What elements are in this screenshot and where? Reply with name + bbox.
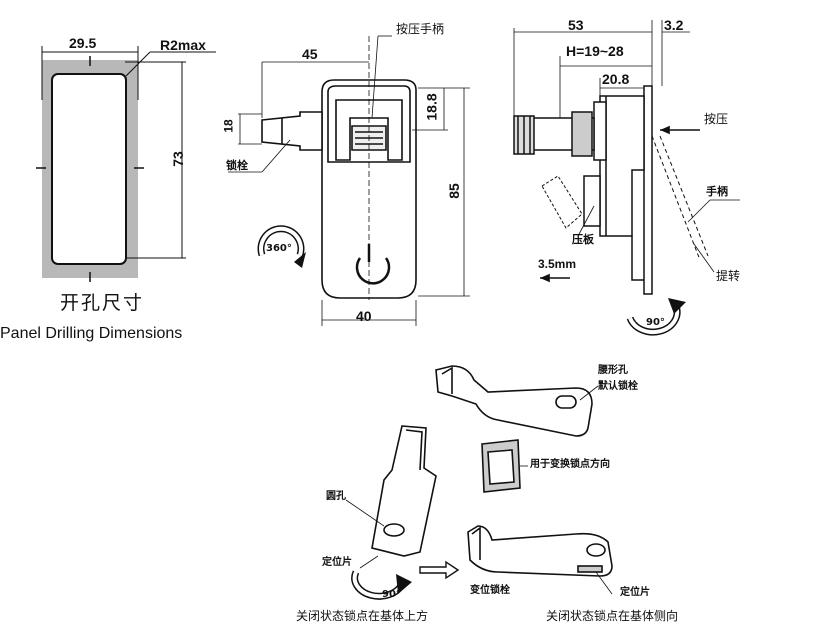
side-label-handle: 手柄 [706,185,728,198]
change-block-part [481,439,528,493]
label-default-bolt: 默认锁栓 [598,381,638,392]
front-dim-18: 18 [221,119,236,133]
caption-top-lock: 关闭状态锁点在基体上方 [296,609,429,623]
label-change-direction: 用于变换锁点方向 [530,459,610,470]
side-dim-20-8: 20.8 [602,71,630,87]
side-dim-h: H=19~28 [566,43,624,59]
front-label-lockbolt: 锁栓 [226,159,248,172]
bottom-rotate-label: 90° [382,589,401,600]
front-dim-18-8: 18.8 [423,93,440,121]
front-dim-85: 85 [445,183,462,199]
label-change-bolt: 变位锁栓 [470,585,510,596]
front-dim-45: 45 [302,46,318,62]
side-label-press: 按压 [704,112,729,126]
side-dim-3-5: 3.5mm [538,257,577,271]
cam-side-part [467,525,613,595]
transition-arrow [419,560,460,580]
caption-side-lock: 关闭状态锁点在基体侧向 [546,609,679,623]
rotate-90-icon-side [626,298,686,336]
rotate-360-icon [257,225,306,268]
side-rotate-label: 90° [646,317,665,328]
panel-radius-dimension: R2max [160,37,206,53]
side-dim-53: 53 [568,17,584,33]
side-dim-3-2: 3.2 [664,17,684,33]
label-slot: 腰形孔 [598,365,628,376]
label-position-piece-1: 定位片 [322,557,352,568]
front-view-drawing [228,35,470,326]
front-rotate-label: 360° [266,243,292,254]
panel-cutout-drawing [36,46,216,282]
panel-height-dimension: 73 [169,151,186,167]
cam-round-hole-part [345,425,437,569]
side-label-plate: 压板 [572,233,594,246]
front-label-handle: 按压手柄 [396,22,445,36]
side-label-lift: 提转 [716,269,741,283]
cam-default-part [435,365,599,437]
label-round-hole: 圆孔 [326,491,346,502]
panel-title-cn: 开孔尺寸 [60,292,145,314]
rotate-90-icon-bottom [351,570,412,600]
front-dim-40: 40 [356,308,372,324]
panel-title-en: Panel Drilling Dimensions [0,325,183,342]
label-position-piece-2: 定位片 [620,587,650,598]
side-view-drawing [513,20,740,295]
panel-width-dimension: 29.5 [69,35,97,51]
